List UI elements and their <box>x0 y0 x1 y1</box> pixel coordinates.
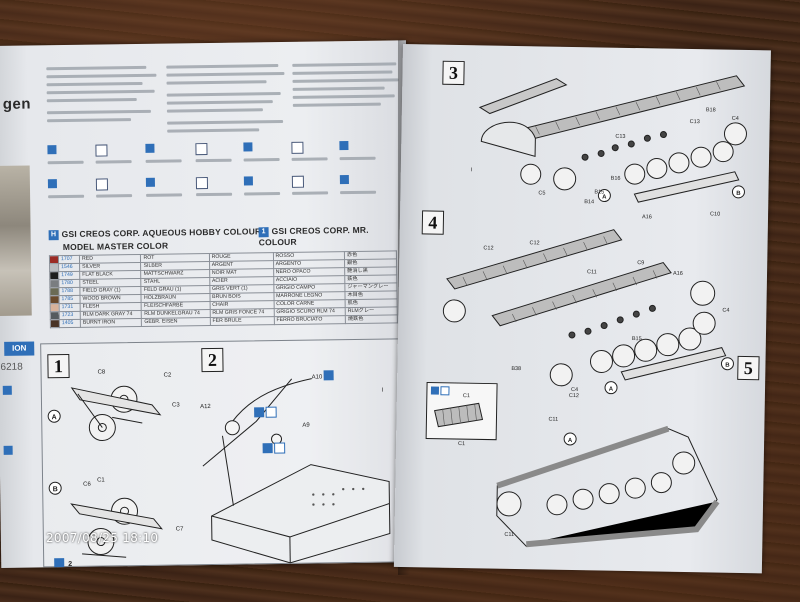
label-c8: C8 <box>98 369 106 375</box>
label-a16: A16 <box>673 271 683 277</box>
cover-title: gen <box>2 95 32 113</box>
color-name-it: GRIGIO SCURO RLM 74 <box>273 307 346 317</box>
color-name-fr: FER BRULE <box>209 316 274 326</box>
label-a16: A16 <box>642 214 652 220</box>
label-i-frame: I <box>471 167 473 173</box>
color-swatch <box>49 287 59 296</box>
label-b18: B18 <box>706 107 716 113</box>
step-5-drawing: C1 C1 C12 C11 C11 A <box>425 381 720 548</box>
instructions-text-block <box>0 40 406 133</box>
step-1-ref: 2 <box>68 561 72 568</box>
label-b38: B38 <box>511 366 521 372</box>
label-c1: C1 <box>97 477 105 483</box>
label-c11a: C11 <box>548 417 558 423</box>
color-code: 1405 <box>59 319 81 328</box>
variant-b-label: B <box>725 363 730 369</box>
label-c2: C2 <box>164 373 172 379</box>
label-c12b: C12 <box>529 240 539 246</box>
color-name-it: FERRO BRUCIATO <box>273 315 346 325</box>
product-badge: ION <box>4 341 35 356</box>
step-1-drawing: C8 C2 C3 C6 C1 C7 A B 2 <box>47 369 184 568</box>
label-c13b: C13 <box>615 134 625 140</box>
label-c4b: C4 <box>571 387 578 393</box>
color-swatch <box>49 279 59 288</box>
blue-marker-icon <box>2 385 12 395</box>
product-number: 6218 <box>0 361 23 373</box>
label-c7: C7 <box>176 526 184 532</box>
label-c6: C6 <box>83 482 91 488</box>
color-swatch <box>50 303 60 312</box>
label-i: I <box>382 388 384 394</box>
variant-a-label: A <box>52 414 57 421</box>
attention-text-block <box>0 40 406 107</box>
color-name-de: RLM DUNKELGRAU 74 <box>141 309 210 319</box>
label-b15: B15 <box>632 336 642 342</box>
color-swatch <box>49 255 59 264</box>
photo-timestamp: 2007/08/25 18:10 <box>46 531 159 545</box>
step-3-drawing: I B18 C4 C13 C5 C13 B14 B15 B16 A16 C10 … <box>471 75 747 220</box>
variant-b-label: B <box>736 191 741 197</box>
label-a12: A12 <box>200 404 211 410</box>
left-page: gen ION 6218 <box>0 40 414 568</box>
label-b14: B14 <box>584 199 594 205</box>
steps-1-2-panel: 1 2 C8 C2 C3 C6 <box>40 338 404 568</box>
mr-marker: 1 <box>258 226 269 238</box>
step-4-drawing: C12 C11 C12 C9 A16 B15 C4 B38 C4 A B <box>442 229 734 395</box>
variant-a-label: A <box>602 195 607 201</box>
right-page: 3 4 5 <box>393 44 771 574</box>
model-photo <box>0 165 32 316</box>
label-c13a: C13 <box>690 119 700 125</box>
label-c4: C4 <box>732 116 739 122</box>
label-c9: C9 <box>637 260 644 266</box>
color-swatch <box>49 263 59 272</box>
label-b15: B15 <box>594 189 604 195</box>
japanese-notes-block <box>0 40 406 123</box>
color-name-jp: 焼鉄色 <box>345 314 398 324</box>
color-name-fr: RLM GRIS FONCE 74 <box>209 308 274 318</box>
variant-b-label: B <box>53 486 58 493</box>
track-ref-label: A <box>568 438 573 444</box>
label-c5: C5 <box>538 190 545 196</box>
label-c1b: C1 <box>458 441 465 447</box>
color-name-en: BURNT IRON <box>80 318 142 328</box>
master-color-header: MODEL MASTER COLOR <box>62 240 169 253</box>
label-a10: A10 <box>312 374 323 380</box>
label-c11: C11 <box>587 269 597 275</box>
label-c12a: C12 <box>483 245 493 251</box>
label-c1a: C1 <box>463 393 470 399</box>
label-c12: C12 <box>569 393 579 399</box>
color-name-de: GEBR. EISEN <box>141 317 211 327</box>
color-swatch <box>50 319 60 328</box>
label-c11b: C11 <box>504 532 514 538</box>
label-c3: C3 <box>172 402 180 408</box>
label-c10: C10 <box>710 211 720 217</box>
symbol-legend <box>0 40 406 199</box>
blue-marker-icon <box>3 445 13 455</box>
variant-a-label: A <box>609 387 614 393</box>
label-a9: A9 <box>302 423 310 429</box>
color-swatch <box>50 311 60 320</box>
label-c4a: C4 <box>722 308 729 314</box>
color-swatch <box>49 271 59 280</box>
label-b16: B16 <box>611 176 621 182</box>
step-2-drawing: A10 A12 A9 I <box>200 370 391 564</box>
h-marker: H <box>48 229 59 241</box>
color-swatch <box>49 295 60 304</box>
